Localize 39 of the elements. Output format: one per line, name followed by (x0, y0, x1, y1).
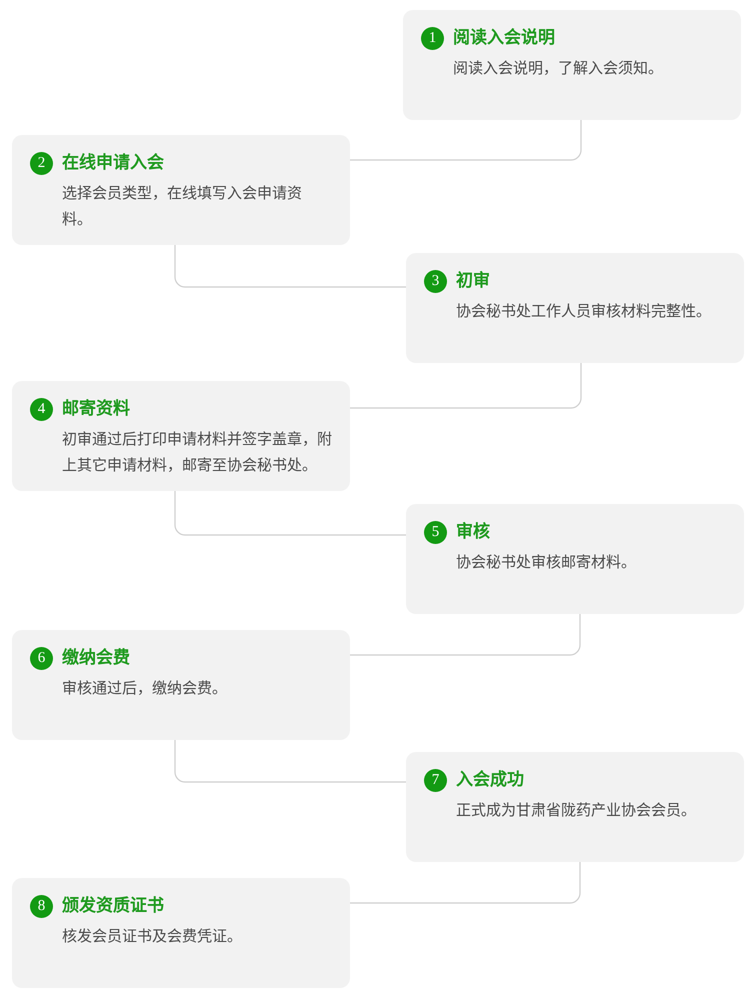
step-number: 1 (421, 26, 444, 50)
step-title: 邮寄资料 (62, 398, 130, 421)
step-title: 审核 (456, 521, 490, 544)
step-box (403, 10, 741, 120)
connector-line (350, 614, 581, 656)
connector-line (174, 740, 406, 783)
step-box (406, 752, 744, 862)
step-title: 阅读入会说明 (453, 27, 555, 50)
step-box (406, 504, 744, 614)
step-number: 8 (30, 894, 53, 918)
step-number: 5 (424, 520, 447, 544)
step-box (12, 381, 350, 491)
step-description: 正式成为甘肃省陇药产业协会会员。 (456, 800, 697, 821)
step-box (406, 253, 744, 363)
step-description: 核发会员证书及会费凭证。 (62, 926, 243, 947)
step-number: 6 (30, 646, 53, 670)
step-title: 入会成功 (456, 769, 524, 792)
step-box (12, 135, 350, 245)
step-description: 协会秘书处工作人员审核材料完整性。 (456, 301, 712, 322)
connector-line (350, 363, 582, 409)
step-title: 在线申请入会 (62, 152, 164, 175)
step-description: 阅读入会说明，了解入会须知。 (453, 58, 664, 79)
step-number: 4 (30, 398, 53, 420)
connector-line (174, 491, 406, 536)
connector-line (350, 120, 582, 161)
step-box (12, 878, 350, 988)
step-title: 颁发资质证书 (62, 895, 164, 918)
step-description: 审核通过后，缴纳会费。 (62, 678, 228, 699)
connector-line (350, 862, 581, 904)
connector-line (174, 245, 406, 288)
step-number: 7 (424, 768, 447, 792)
step-description: 初审通过后打印申请材料并签字盖章，附上其它申请材料，邮寄至协会秘书处。 (62, 429, 333, 476)
step-box (12, 630, 350, 740)
step-number: 2 (30, 152, 53, 174)
step-description: 协会秘书处审核邮寄材料。 (456, 552, 637, 573)
step-number: 3 (424, 270, 447, 292)
step-title: 缴纳会费 (62, 647, 130, 670)
step-title: 初审 (456, 270, 490, 293)
step-description: 选择会员类型，在线填写入会申请资料。 (62, 183, 303, 230)
